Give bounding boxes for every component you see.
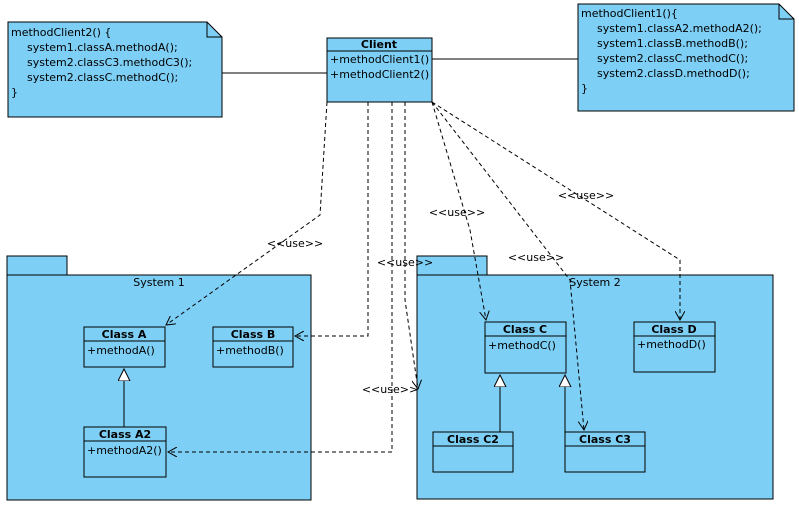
class-a: Class A +methodA() [83,326,166,368]
use-label: <<use>> [377,256,433,269]
use-label: <<use>> [558,189,614,202]
note-left-line: system2.classC3.methodC3(); [27,56,192,69]
class-c3: Class C3 [564,431,646,473]
use-label: <<use>> [267,237,323,250]
note-method-client1: methodClient1(){ system1.classA2.methodA… [577,3,795,112]
class-b-method: +methodB() [216,344,284,357]
note-right-line: methodClient1(){ [581,7,678,20]
use-label: <<use>> [508,251,564,264]
class-d-method: +methodD() [637,338,706,351]
client-method: +methodClient1() [330,53,429,66]
note-left-line: methodClient2() { [11,26,111,39]
class-c2-title: Class C2 [447,433,499,446]
class-c-method: +methodC() [488,339,556,352]
use-client-to-system-2 [404,102,418,389]
note-method-client2: methodClient2() { system1.classA.methodA… [7,21,223,118]
use-client-to-class-b [295,102,369,336]
use-client-to-class-d [431,101,680,320]
use-label: <<use>> [429,206,485,219]
client-method: +methodClient2() [330,68,429,81]
note-right-line: system2.classC.methodC(); [597,52,748,65]
use-client-to-class-a2 [168,102,393,452]
class-c3-title: Class C3 [579,433,631,446]
class-client: Client +methodClient1() +methodClient2() [326,37,433,103]
class-c: Class C +methodC() [484,321,567,374]
class-b: Class B +methodB() [212,326,294,368]
class-a2-title: Class A2 [99,428,151,441]
note-left-line: } [11,86,18,99]
class-a-title: Class A [102,328,147,341]
client-title: Client [361,38,397,51]
use-client-to-class-c [431,101,486,320]
note-left-line: system2.classC.methodC(); [27,71,178,84]
note-right-line: system2.classD.methodD(); [597,67,750,80]
class-c2: Class C2 [432,431,514,473]
package-system-1-label: System 1 [133,276,185,289]
use-client-to-class-a [166,101,328,325]
class-a2: Class A2 +methodA2() [83,426,167,478]
class-d-title: Class D [651,323,696,336]
use-label: <<use>> [362,383,418,396]
note-right-line: system1.classA2.methodA2(); [597,22,762,35]
note-right-line: system1.classB.methodB(); [597,37,748,50]
package-system-2-label: System 2 [569,276,621,289]
note-right-line: } [581,82,588,95]
note-left-line: system1.classA.methodA(); [27,41,178,54]
class-c-title: Class C [503,323,547,336]
class-a-method: +methodA() [87,344,155,357]
class-b-title: Class B [231,328,276,341]
class-a2-method: +methodA2() [87,444,162,457]
use-client-to-class-c3 [431,101,584,430]
class-d: Class D +methodD() [633,321,716,373]
